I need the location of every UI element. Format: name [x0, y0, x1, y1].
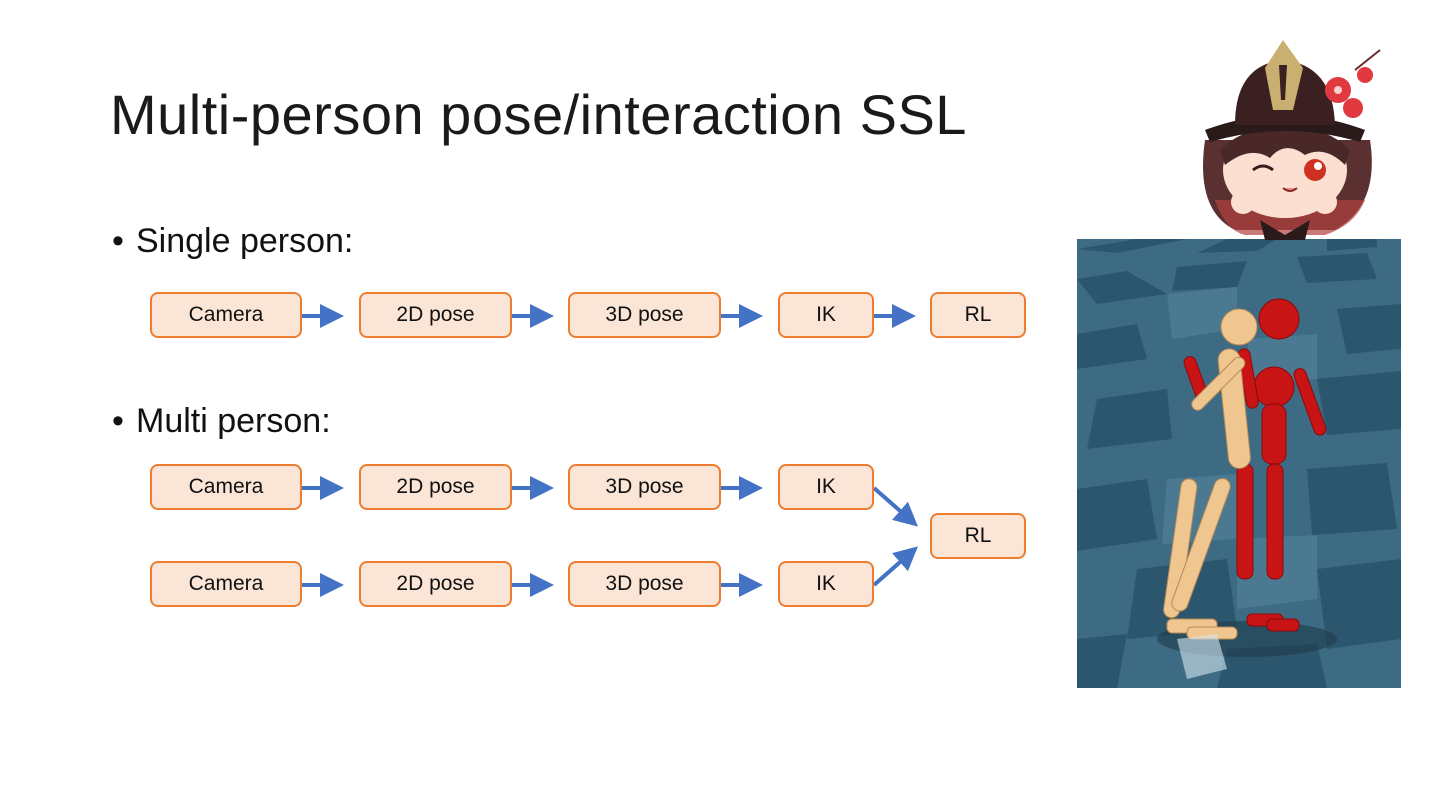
node-multi1-3d-pose: 3D pose: [568, 464, 721, 510]
node-multi2-camera: Camera: [150, 561, 302, 607]
arrow-multi1-merge: [872, 486, 919, 527]
bullet-single-person: • Single person:: [112, 222, 353, 261]
node-multi1-2d-pose: 2D pose: [359, 464, 512, 510]
bullet-dot: •: [112, 222, 124, 260]
slide-title: Multi-person pose/interaction SSL: [110, 83, 967, 146]
mascot-image: [1175, 30, 1390, 240]
bullet-dot: •: [112, 402, 124, 440]
node-single-3d-pose: 3D pose: [568, 292, 721, 338]
node-multi2-ik: IK: [778, 561, 874, 607]
node-single-rl: RL: [930, 292, 1026, 338]
bullet-multi-person: • Multi person:: [112, 402, 331, 441]
node-single-ik: IK: [778, 292, 874, 338]
node-single-camera: Camera: [150, 292, 302, 338]
bullet-multi-label: Multi person:: [136, 402, 331, 440]
node-multi1-camera: Camera: [150, 464, 302, 510]
node-multi1-ik: IK: [778, 464, 874, 510]
bullet-single-label: Single person:: [136, 222, 354, 260]
node-single-2d-pose: 2D pose: [359, 292, 512, 338]
node-multi-rl: RL: [930, 513, 1026, 559]
simulation-scene-image: [1077, 239, 1401, 688]
node-multi2-2d-pose: 2D pose: [359, 561, 512, 607]
node-multi2-3d-pose: 3D pose: [568, 561, 721, 607]
arrow-multi2-merge: [872, 546, 919, 587]
